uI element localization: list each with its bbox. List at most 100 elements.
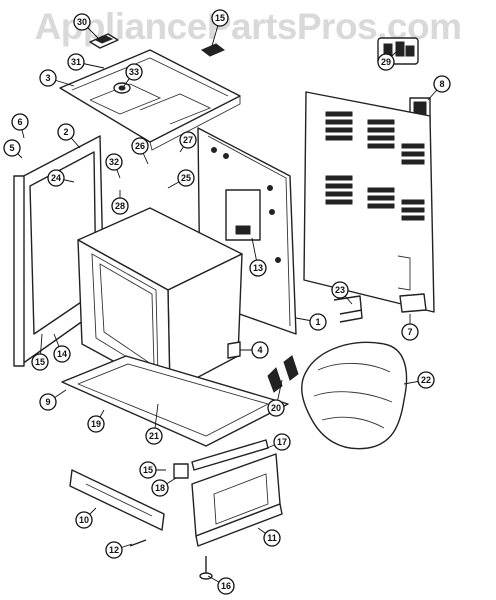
callout-circle	[125, 63, 143, 81]
callout-label: 20	[271, 403, 281, 413]
callout-21: 21	[145, 427, 163, 445]
callout-2: 2	[57, 123, 75, 141]
oven-cavity	[77, 207, 243, 393]
kick-panel-part	[69, 469, 165, 531]
callout-19: 19	[87, 415, 105, 433]
callout-12: 12	[105, 541, 123, 559]
callout-33: 33	[125, 63, 143, 81]
callout-label: 14	[57, 349, 67, 359]
callout-label: 17	[277, 437, 287, 447]
hinge-part	[267, 355, 299, 393]
callout-9: 9	[39, 393, 57, 411]
insulation-blanket	[301, 341, 408, 450]
callout-circle	[131, 137, 149, 155]
callout-4: 4	[251, 341, 269, 359]
part-4	[227, 341, 241, 359]
callout-8: 8	[433, 75, 451, 93]
callout-label: 7	[407, 327, 412, 337]
callout-label: 18	[155, 483, 165, 493]
part-15-top	[201, 43, 225, 57]
callout-label: 6	[17, 117, 22, 127]
callout-circle	[177, 169, 195, 187]
callout-circle	[87, 415, 105, 433]
callout-10: 10	[75, 511, 93, 529]
callout-label: 5	[9, 143, 14, 153]
callout-circle	[139, 461, 157, 479]
callout-circle	[75, 511, 93, 529]
callout-label: 32	[109, 157, 119, 167]
callout-circle	[211, 9, 229, 27]
callout-circle	[11, 113, 29, 131]
callout-label: 21	[149, 431, 159, 441]
callout-label: 15	[143, 465, 153, 475]
callout-label: 26	[135, 141, 145, 151]
drawer-part	[191, 453, 283, 547]
callout-30: 30	[73, 13, 91, 31]
callout-17: 17	[273, 433, 291, 451]
part-30	[89, 33, 119, 49]
part-18	[173, 463, 189, 479]
screw-12	[129, 539, 147, 547]
callout-label: 25	[181, 173, 191, 183]
part-7	[399, 293, 427, 313]
callout-label: 22	[421, 375, 431, 385]
callout-circle	[57, 123, 75, 141]
callout-circle	[263, 529, 281, 547]
callout-28: 28	[111, 197, 129, 215]
callout-circle	[105, 153, 123, 171]
callout-label: 24	[51, 173, 61, 183]
callout-13: 13	[249, 259, 267, 277]
callout-label: 12	[109, 545, 119, 555]
callout-23: 23	[331, 281, 349, 299]
leveling-leg	[199, 556, 213, 580]
callout-circle	[39, 69, 57, 87]
callout-label: 23	[335, 285, 345, 295]
callout-circle	[73, 13, 91, 31]
callout-circle	[377, 53, 395, 71]
bottom-panel	[61, 355, 289, 447]
callout-circle	[417, 371, 435, 389]
callout-circle	[39, 393, 57, 411]
callout-14: 14	[53, 345, 71, 363]
callout-label: 15	[215, 13, 225, 23]
callout-27: 27	[179, 131, 197, 149]
callout-15: 15	[211, 9, 229, 27]
callout-circle	[217, 577, 235, 595]
callout-circle	[111, 197, 129, 215]
callout-16: 16	[217, 577, 235, 595]
callout-label: 2	[63, 127, 68, 137]
callout-29: 29	[377, 53, 395, 71]
callout-20: 20	[267, 399, 285, 417]
callout-1: 1	[309, 313, 327, 331]
part-33	[113, 82, 131, 94]
callout-5: 5	[3, 139, 21, 157]
callout-circle	[31, 353, 49, 371]
callout-circle	[3, 139, 21, 157]
callout-label: 16	[221, 581, 231, 591]
callout-3: 3	[39, 69, 57, 87]
callout-label: 27	[183, 135, 193, 145]
callout-26: 26	[131, 137, 149, 155]
callout-24: 24	[47, 169, 65, 187]
callout-label: 31	[71, 57, 81, 67]
callout-label: 9	[45, 397, 50, 407]
callout-label: 15	[35, 357, 45, 367]
callout-22: 22	[417, 371, 435, 389]
callout-label: 30	[77, 17, 87, 27]
callout-circle	[145, 427, 163, 445]
callout-label: 3	[45, 73, 50, 83]
callout-label: 4	[257, 345, 262, 355]
callout-circle	[309, 313, 327, 331]
callout-circle	[151, 479, 169, 497]
callout-6: 6	[11, 113, 29, 131]
callout-circle	[105, 541, 123, 559]
callout-circle	[433, 75, 451, 93]
callout-31: 31	[67, 53, 85, 71]
callout-label: 19	[91, 419, 101, 429]
top-panel-part	[59, 49, 241, 151]
callout-label: 10	[79, 515, 89, 525]
callout-32: 32	[105, 153, 123, 171]
callout-label: 33	[129, 67, 139, 77]
